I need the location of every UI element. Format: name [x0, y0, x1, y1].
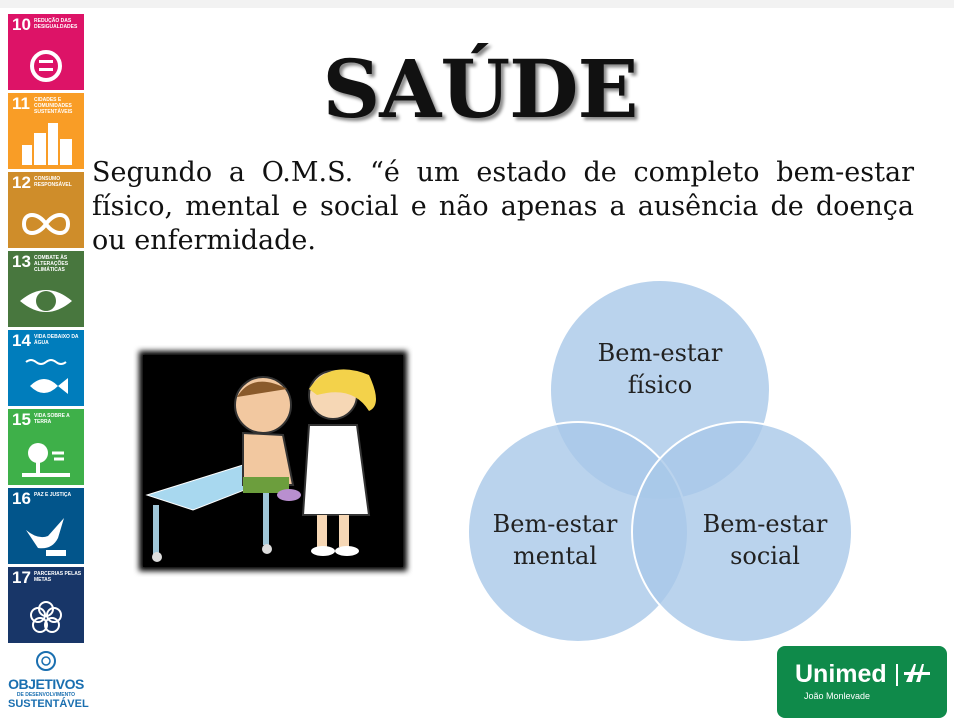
- venn-label-mental: Bem-estar mental: [475, 508, 635, 572]
- definition-paragraph: Segundo a O.M.S. “é um estado de complet…: [92, 157, 914, 256]
- unimed-city: João Monlevade: [804, 691, 871, 701]
- venn-circles: [467, 279, 853, 643]
- un-emblem-icon: [36, 651, 56, 671]
- venn-label-line: físico: [627, 371, 693, 399]
- sdg-goal-14: 14 Vida debaixo da água: [8, 330, 84, 406]
- venn-label-line: Bem-estar: [597, 339, 723, 367]
- sdg-logo-sustentavel: SUSTENTÁVEL: [8, 698, 89, 710]
- tree-icon: [22, 443, 70, 477]
- venn-circle-social: [631, 421, 853, 643]
- top-bar: [0, 0, 954, 8]
- page-title: SAÚDE: [322, 42, 639, 136]
- sdg-text: Vida sobre a terra: [34, 413, 70, 425]
- equality-icon: [30, 50, 62, 82]
- eye-globe-icon: [20, 290, 72, 312]
- unimed-logo: Unimed João Monlevade: [777, 646, 947, 718]
- sdg-number: 13: [12, 252, 31, 271]
- unimed-tree-icon: [904, 664, 930, 682]
- sdg-goal-11: 11 Cidades e comunidades sustentáveis: [8, 93, 84, 169]
- infinity-icon: [21, 213, 71, 235]
- venn-label-physical: Bem-estar físico: [580, 337, 740, 401]
- unimed-separator: [896, 664, 898, 686]
- sdg-goal-17: 17 Parcerias pelas metas: [8, 567, 84, 643]
- sdg-number: 16: [12, 489, 31, 508]
- sdg-goal-12: 12 Consumo responsável: [8, 172, 84, 248]
- sdg-goal-16: 16 Paz e justiça: [8, 488, 84, 564]
- sdg-logo-sub: DE DESENVOLVIMENTO: [16, 692, 76, 698]
- sdg-goal-15: 15 Vida sobre a terra: [8, 409, 84, 485]
- venn-diagram: Bem-estar físico Bem-estar mental Bem-es…: [465, 279, 855, 645]
- sdg-text: Vida debaixo da água: [34, 334, 79, 346]
- sdg-goal-10: 10 Redução das desigualdades: [8, 14, 84, 90]
- venn-label-line: mental: [512, 542, 598, 570]
- sdg-number: 11: [12, 94, 30, 113]
- sdg-text: Redução das desigualdades: [34, 18, 78, 30]
- venn-label-line: Bem-estar: [702, 510, 828, 538]
- sdg-number: 14: [12, 331, 31, 350]
- sdg-text: Combate às alterações climáticas: [34, 255, 69, 273]
- sdg-text: Paz e justiça: [34, 492, 72, 498]
- sdg-text: Parcerias pelas metas: [34, 571, 82, 583]
- sdg-text: Consumo responsável: [34, 176, 72, 188]
- fish-icon: [25, 359, 68, 394]
- venn-label-line: Bem-estar: [492, 510, 618, 538]
- venn-label-line: social: [730, 542, 800, 570]
- dove-icon: [26, 518, 66, 556]
- sdg-goal-13: 13 Combate às alterações climáticas: [8, 251, 84, 327]
- nurse-child-clipart: [139, 351, 407, 571]
- sdg-number: 10: [12, 15, 31, 34]
- city-icon: [22, 123, 72, 165]
- sdg-number: 12: [12, 173, 31, 192]
- sdg-logo: OBJETIVOS DE DESENVOLVIMENTO SUSTENTÁVEL: [8, 650, 89, 720]
- sdg-text: Cidades e comunidades sustentáveis: [34, 97, 73, 115]
- venn-label-social: Bem-estar social: [685, 508, 845, 572]
- sdg-logo-objetivos: OBJETIVOS: [8, 676, 84, 692]
- flower-icon: [30, 601, 62, 633]
- unimed-name: Unimed: [795, 660, 887, 688]
- sdg-number: 15: [12, 410, 31, 429]
- sdg-number: 17: [12, 568, 31, 587]
